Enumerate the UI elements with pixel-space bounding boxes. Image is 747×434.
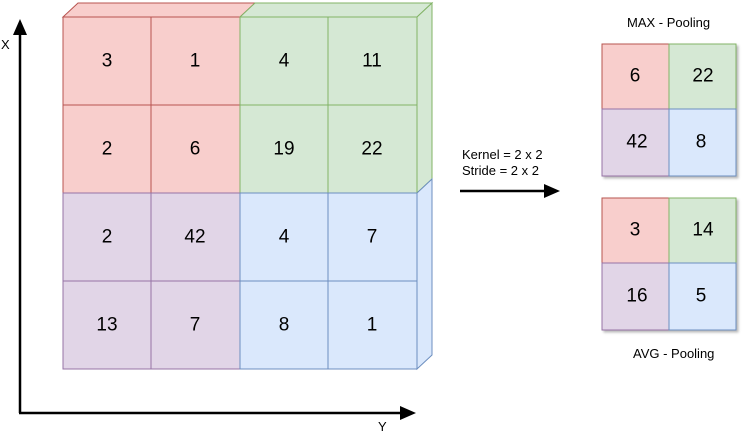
x-axis-label: X	[1, 37, 10, 52]
input-value: 7	[367, 227, 378, 248]
kernel-label: Kernel = 2 x 2	[462, 147, 543, 162]
y-axis-label: Y	[378, 419, 387, 434]
input-value: 19	[273, 139, 294, 160]
avg-cell	[668, 197, 737, 264]
x-axis-arrowhead	[13, 19, 27, 35]
input-cell	[150, 192, 241, 282]
input-value: 1	[190, 51, 201, 72]
max-pooling-title: MAX - Pooling	[627, 15, 710, 30]
max-pooling-grid	[601, 43, 737, 177]
avg-value: 16	[626, 286, 647, 307]
max-pooling-output: MAX - Pooling 6 22 42 8	[601, 15, 737, 177]
avg-value: 5	[696, 286, 707, 307]
input-quadrant-top-left	[62, 16, 241, 194]
input-values: 3 1 4 11 2 6 19 22 2 42 4 7 13 7 8 1	[96, 51, 382, 336]
input-cell	[327, 192, 418, 282]
input-quadrant-bottom-left	[62, 192, 241, 370]
input-cell	[150, 16, 241, 106]
max-value: 22	[692, 66, 713, 87]
avg-cell	[601, 262, 670, 331]
avg-pooling-title: AVG - Pooling	[633, 346, 714, 361]
input-cell	[239, 16, 329, 106]
operation: Kernel = 2 x 2 Stride = 2 x 2	[460, 147, 560, 198]
input-value: 4	[279, 51, 290, 72]
input-cell	[239, 192, 329, 282]
max-cell	[668, 108, 737, 177]
stride-label: Stride = 2 x 2	[462, 163, 539, 178]
input-value: 11	[362, 51, 382, 72]
input-value: 3	[102, 51, 113, 72]
max-value: 6	[630, 66, 641, 87]
input-value: 8	[279, 315, 290, 336]
input-quadrant-bottom-right	[239, 192, 418, 370]
input-value: 22	[361, 139, 382, 160]
input-value: 6	[190, 139, 201, 160]
axes: X Y	[1, 19, 416, 434]
max-value: 42	[626, 132, 647, 153]
max-cell	[601, 108, 670, 177]
input-cell	[327, 280, 418, 370]
avg-value: 3	[630, 220, 641, 241]
input-side-face-green	[416, 1, 433, 195]
y-axis-arrowhead	[400, 406, 416, 420]
input-value: 2	[102, 139, 113, 160]
input-cell	[327, 16, 418, 106]
input-value: 7	[190, 315, 201, 336]
input-value: 2	[102, 227, 113, 248]
input-cell	[327, 104, 418, 194]
input-value: 13	[96, 315, 117, 336]
input-side-face-blue	[416, 177, 433, 371]
operation-arrowhead	[544, 184, 560, 198]
input-cell	[150, 280, 241, 370]
avg-value: 14	[692, 220, 714, 241]
input-top-face-red	[61, 2, 257, 18]
avg-pooling-grid	[601, 197, 737, 331]
input-quadrant-top-right	[239, 16, 418, 194]
input-block: 3 1 4 11 2 6 19 22 2 42 4 7 13 7 8 1	[61, 1, 434, 371]
input-value: 42	[184, 227, 205, 248]
input-cell	[239, 280, 329, 370]
max-value: 8	[696, 132, 707, 153]
input-cell	[62, 16, 152, 106]
max-cell	[601, 43, 670, 110]
avg-cell	[668, 262, 737, 331]
avg-cell	[601, 197, 670, 264]
avg-pooling-output: 3 14 16 5 AVG - Pooling	[601, 197, 737, 361]
max-cell	[668, 43, 737, 110]
input-cell	[150, 104, 241, 194]
input-value: 4	[279, 227, 290, 248]
input-value: 1	[367, 315, 378, 336]
input-top-face-green	[238, 2, 434, 18]
input-cell	[62, 104, 152, 194]
